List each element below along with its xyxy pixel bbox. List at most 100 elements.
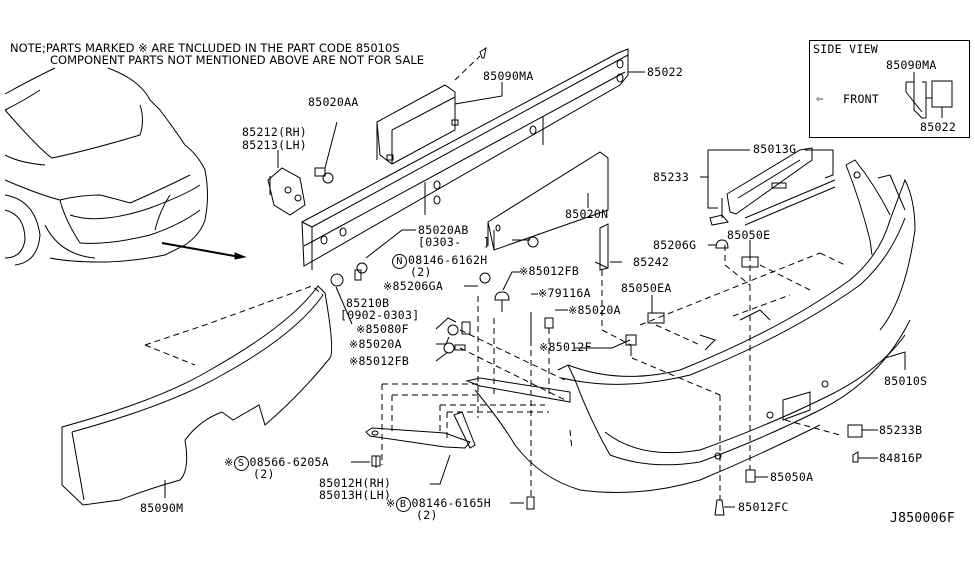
energy-absorber-lower: [61, 285, 333, 506]
callout-85212[interactable]: 85212(RH): [242, 125, 308, 139]
car-outline: [4, 67, 208, 266]
leader-85020aa: [324, 121, 338, 169]
callout-85013h[interactable]: 85013H(LH): [319, 488, 392, 502]
part-84816p: [852, 451, 859, 463]
callout-79116a-text: 79116A: [547, 286, 591, 300]
callout-85020ab-range: [0303- ]: [418, 235, 491, 249]
b-circle-icon: B: [395, 497, 411, 512]
callout-85012fb-top-text: 85012FB: [528, 264, 580, 278]
leader-85010s: [884, 351, 906, 370]
callout-85233b[interactable]: 85233B: [879, 423, 923, 437]
callout-08566-6205a-text: 08566-6205A: [249, 455, 329, 469]
bracket-85212: [267, 167, 306, 216]
direction-arrow: [161, 242, 247, 260]
asterisk-mark-icon: ※: [519, 265, 529, 278]
side-view-inset: [809, 40, 970, 138]
callout-85012f-text: 85012F: [548, 340, 592, 354]
callout-85020a-left[interactable]: ※85020A: [349, 337, 402, 352]
callout-85210b[interactable]: 85210B: [346, 296, 390, 310]
asterisk-mark-icon: ※: [349, 355, 359, 368]
note-line-1: NOTE;PARTS MARKED ※ ARE TNCLUDED IN THE …: [10, 41, 400, 55]
callout-85020a-mid-text: 85020A: [577, 303, 621, 317]
callout-85233[interactable]: 85233: [653, 170, 690, 184]
callout-85080f-text: 85080F: [365, 322, 409, 336]
energy-absorber-upper: [376, 84, 459, 165]
bracket-line-85233: [707, 150, 718, 209]
callout-85020aa[interactable]: 85020AA: [308, 95, 359, 109]
callout-85012f[interactable]: ※85012F: [539, 340, 592, 355]
callout-08146-6165h-text: 08146-6165H: [411, 496, 491, 510]
callout-79116a[interactable]: ※79116A: [538, 286, 591, 301]
callout-85050ea[interactable]: 85050EA: [621, 281, 672, 295]
callout-08146-6162h-qty: (2): [410, 265, 432, 279]
note-line-2: COMPONENT PARTS NOT MENTIONED ABOVE ARE …: [50, 53, 424, 67]
bracket-right-85013g: [805, 149, 834, 179]
asterisk-mark-icon: ※: [386, 497, 396, 510]
part-85012fc: [714, 499, 725, 516]
bracket-85013g: [709, 147, 836, 226]
connector-lines: [381, 245, 846, 500]
part-85233b: [847, 424, 863, 438]
callout-85242[interactable]: 85242: [633, 255, 670, 269]
leader-85012fb-left: [435, 351, 449, 362]
side-view-part-top: 85090MA: [886, 58, 937, 72]
leader-85012h: [430, 454, 451, 485]
fasteners-center: [330, 236, 637, 356]
callout-85020a-mid[interactable]: ※85020A: [568, 303, 621, 318]
callout-85210b-range: [0902-0303]: [340, 308, 420, 322]
asterisk-mark-icon: ※: [539, 341, 549, 354]
callout-85090ma[interactable]: 85090MA: [483, 69, 534, 83]
callout-08566-6205a-qty: (2): [253, 467, 275, 481]
bumper-fascia: [474, 159, 916, 493]
callout-85020a-left-text: 85020A: [358, 337, 402, 351]
leader-85020a-left: [436, 336, 450, 345]
side-view-title: SIDE VIEW: [813, 42, 879, 56]
side-view-part-bottom: 85022: [920, 120, 957, 134]
side-view-drawing: [905, 72, 953, 119]
stay-85020n: [487, 151, 609, 251]
leader-85020ab: [365, 229, 416, 259]
asterisk-mark-icon: ※: [356, 323, 366, 336]
screw-08566-head: [371, 455, 381, 467]
callout-85013g[interactable]: 85013G: [753, 142, 797, 156]
bolt-85020aa: [314, 167, 334, 184]
callout-85020ab[interactable]: 85020AB: [418, 223, 469, 237]
callout-85020n[interactable]: 85020N: [565, 207, 609, 221]
bracket-85242: [594, 223, 609, 271]
callout-85012fc[interactable]: 85012FC: [738, 500, 789, 514]
callout-85206ga-text: 85206GA: [392, 279, 444, 293]
part-85050a: [745, 469, 756, 483]
callout-85206g[interactable]: 85206G: [653, 238, 697, 252]
callout-85080f[interactable]: ※85080F: [356, 322, 409, 337]
callout-84816p[interactable]: 84816P: [879, 451, 923, 465]
front-arrow-icon: ⇦: [816, 91, 824, 105]
bumper-reinforcement: [301, 48, 629, 270]
callout-85206ga[interactable]: ※85206GA: [383, 279, 444, 294]
callout-85022[interactable]: 85022: [647, 65, 684, 79]
callout-85010s[interactable]: 85010S: [884, 374, 928, 388]
callout-85213[interactable]: 85213(LH): [242, 138, 308, 152]
asterisk-mark-icon: ※: [349, 338, 359, 351]
callout-85090m[interactable]: 85090M: [140, 501, 184, 515]
side-view-front-label: FRONT: [843, 92, 880, 106]
leader-85080f: [435, 317, 457, 330]
clip-icon: [479, 46, 487, 59]
leader-85012f: [575, 339, 631, 349]
part-85050ea: [647, 312, 665, 324]
clip-85206g: [715, 239, 729, 249]
callout-08146-6162h-text: 08146-6162H: [408, 253, 488, 267]
screw-08146-6165h: [526, 496, 535, 510]
callout-85050e[interactable]: 85050E: [727, 228, 771, 242]
callout-85012fb-left[interactable]: ※85012FB: [349, 354, 410, 369]
callout-85012h[interactable]: 85012H(RH): [319, 476, 392, 490]
callout-85050a[interactable]: 85050A: [770, 470, 814, 484]
leader-85090ma: [454, 82, 503, 105]
asterisk-mark-icon: ※: [383, 280, 393, 293]
callout-85012fb-top[interactable]: ※85012FB: [519, 264, 580, 279]
callout-85012fb-left-text: 85012FB: [358, 354, 410, 368]
asterisk-mark-icon: ※: [538, 287, 548, 300]
